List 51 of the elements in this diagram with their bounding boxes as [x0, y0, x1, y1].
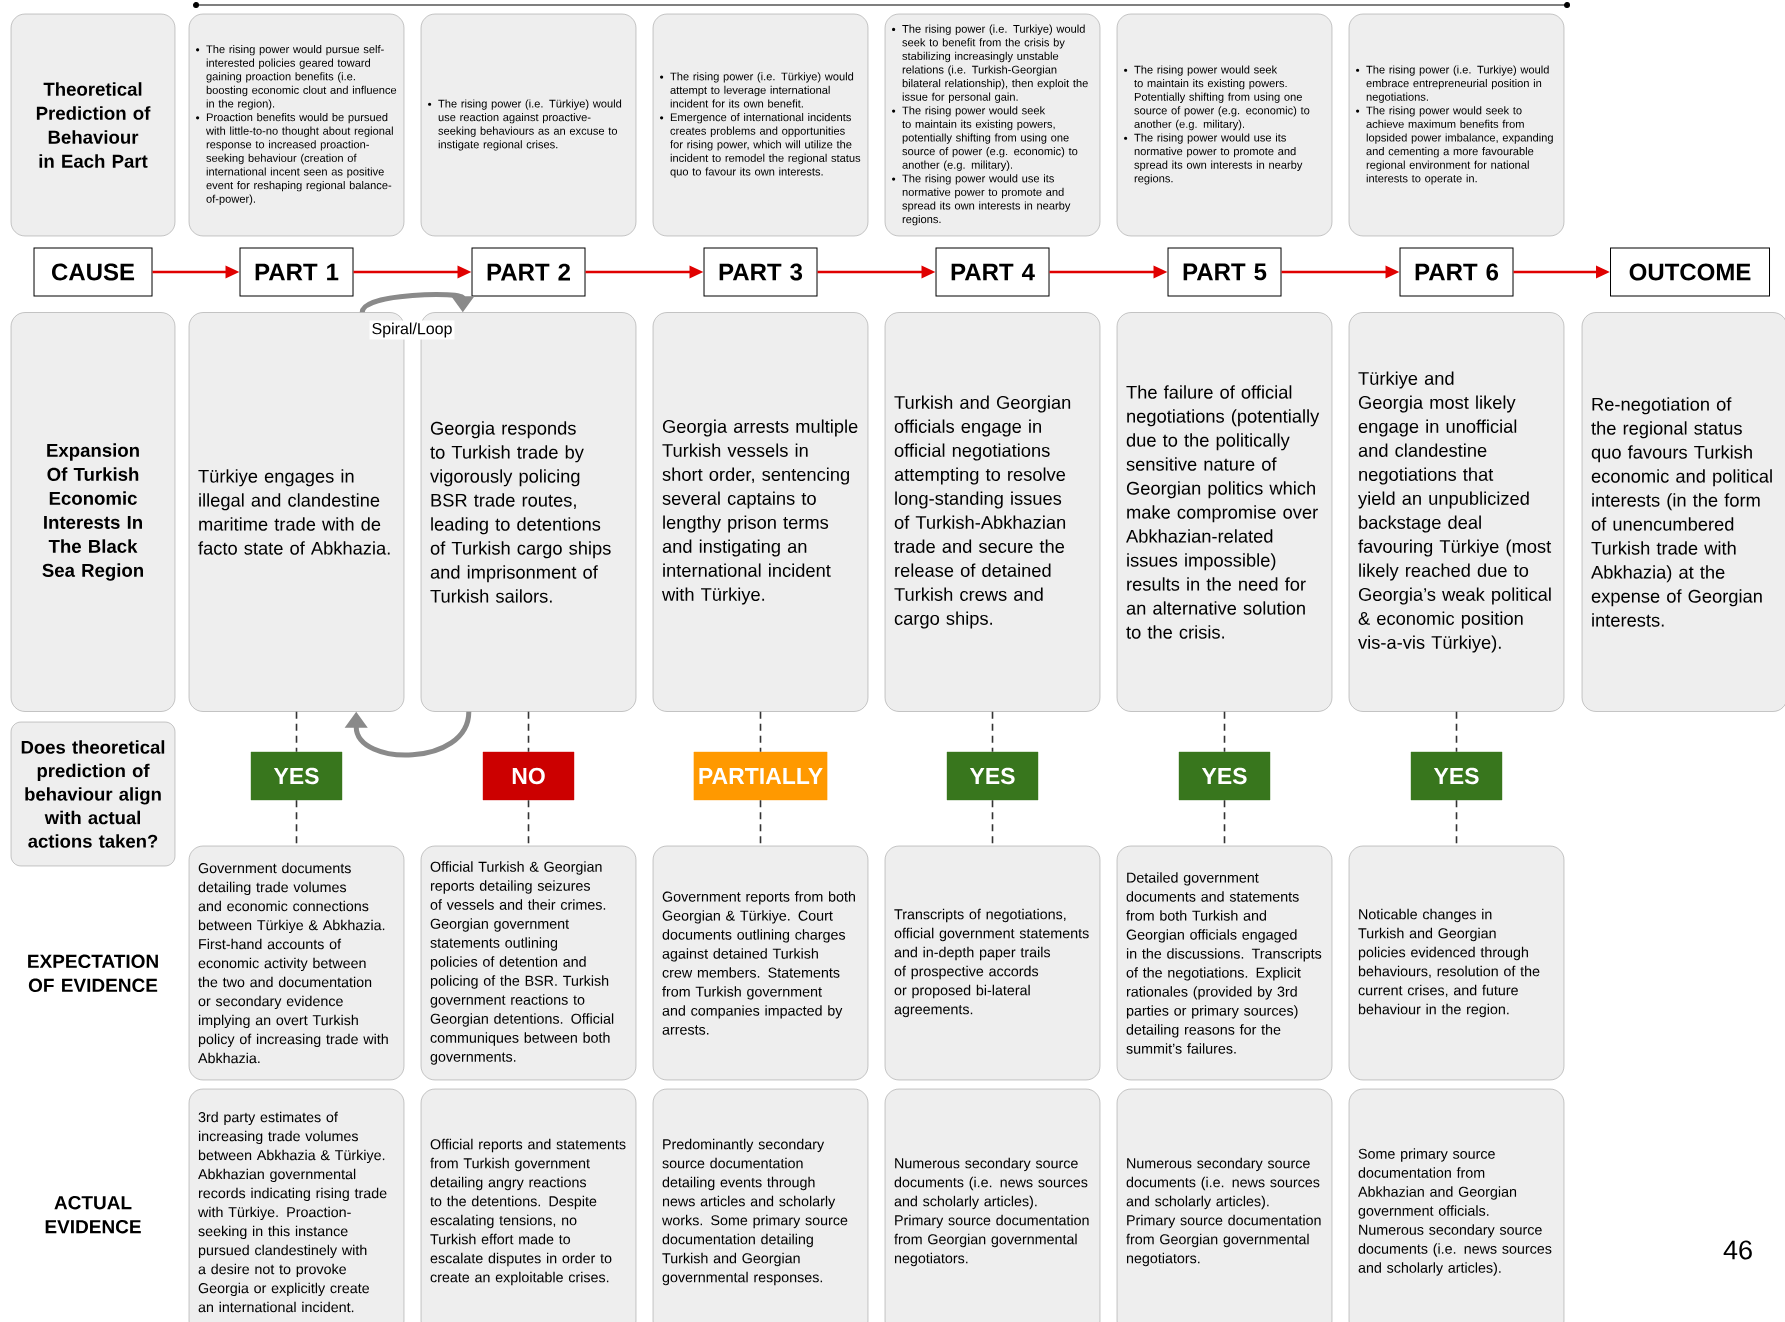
- connector-line: [527, 710, 530, 753]
- stage-box: PART 6: [1399, 247, 1514, 297]
- evidence-box: Official reports and statements from Turkish government detailing angry reactions to the detentions. Despite escalating tensions, no Turkish effort made to escalate disputes in order to create an exploitable crises.: [420, 1088, 637, 1322]
- row-heading-box: Theoretical Prediction of Behaviour in Each Part: [10, 13, 176, 237]
- prediction-box: The rising power (i.e. Turkiye) would seek to benefit from the crisis by stabilizing increasingly unstable relations (i.e. Turkish-Georgian bilateral relationship), then exploit the issue for personal gain. The rising power would seek to maintain its existing powers, potentially shifting from using one source of power (e.g. economic) to another (e.g. military). The rising power would use its normative power to promote and spread its own interests in nearby regions.: [884, 13, 1101, 237]
- event-box: Turkish and Georgian officials engage in official negotiations attempting to resolve long-standing issues of Turkish-Abkhazian trade and secure the release of detained Turkish crews and cargo ships.: [884, 312, 1101, 712]
- loop-arrow: [344, 711, 472, 758]
- stage-box: PART 4: [935, 247, 1050, 297]
- evidence-box: Official Turkish & Georgian reports detailing seizures of vessels and their crimes. Georgian government statements outlining policies of detention and policing of the BSR. Turkish government reactions to Georgian detentions. Official communiques between both governments.: [420, 845, 637, 1081]
- evidence-box: Government reports from both Georgian & Türkiye. Court documents outlining charges against detained Turkish crew members. Statements from Turkish government and companies impacted by arrests.: [652, 845, 869, 1081]
- stage-box: PART 3: [703, 247, 818, 297]
- evidence-box: Numerous secondary source documents (i.e. news sources and scholarly articles). Primary source documentation from Georgian governmental negotiators.: [1116, 1088, 1333, 1322]
- event-box: Türkiye and Georgia most likely engage in unofficial and clandestine negotiations that yield an unpublicized backstage deal favouring Türkiye (most likely reached due to Georgia’s weak political & economic position vis-a-vis Türkiye).: [1348, 312, 1565, 712]
- connector-line: [759, 710, 762, 753]
- result-badge: YES: [250, 751, 343, 801]
- row-heading-box: Expansion Of Turkish Economic Interests In The Black Sea Region: [10, 312, 176, 712]
- edge-label: Spiral/Loop: [369, 320, 455, 340]
- evidence-box: 3rd party estimates of increasing trade volumes between Abkhazia & Türkiye. Abkhazian governmental records indicating rising trade with Türkiye. Proaction-seeking in this instance pursued clandestinely with a desire not to provoke Georgia or explicitly create an international incident.: [188, 1088, 405, 1322]
- evidence-box: Detailed government documents and statements from both Turkish and Georgian officials engaged in the discussions. Transcripts of the negotiations. Explicit rationales (provided by 3rd parties or primary sources) detailing reasons for the summit’s failures.: [1116, 845, 1333, 1081]
- stage-box: CAUSE: [33, 247, 153, 297]
- prediction-box: The rising power (i.e. Türkiye) would use reaction against proactive-seeking behaviours as an excuse to instigate regional crises.: [420, 13, 637, 237]
- evidence-box: Some primary source documentation from Abkhazian and Georgian government officials. Numerous secondary source documents (i.e. news sources and scholarly articles).: [1348, 1088, 1565, 1322]
- evidence-box: Government documents detailing trade volumes and economic connections between Türkiye & Abkhazia. First-hand accounts of economic activity between the two and documentation or secondary evidence implying an overt Turkish policy of increasing trade with Abkhazia.: [188, 845, 405, 1081]
- connector-line: [1455, 710, 1458, 753]
- event-box: Georgia arrests multiple Turkish vessels in short order, sentencing several captains to lengthy prison terms and instigating an international incident with Türkiye.: [652, 312, 869, 712]
- result-badge: YES: [1410, 751, 1503, 801]
- evidence-box: Numerous secondary source documents (i.e. news sources and scholarly articles). Primary source documentation from Georgian governmental negotiators.: [884, 1088, 1101, 1322]
- evidence-box: Noticable changes in Turkish and Georgian policies evidenced through behaviours, resolution of the current crises, and future behaviour in the region.: [1348, 845, 1565, 1081]
- row-heading-box: Does theoretical prediction of behaviour align with actual actions taken?: [10, 721, 176, 867]
- result-badge: NO: [482, 751, 575, 801]
- prediction-box: The rising power (i.e. Türkiye) would attempt to leverage international incident for its own benefit. Emergence of international incidents creates problems and opportunities for rising power, which will utilize the incident to remodel the regional status quo to favour its own interests.: [652, 13, 869, 237]
- page-number: 46: [1723, 1240, 1752, 1260]
- stage-box: PART 1: [239, 247, 354, 297]
- evidence-box: Transcripts of negotiations, official government statements and in-depth paper trails of prospective accords or proposed bi-lateral agreements.: [884, 845, 1101, 1081]
- row-heading: ACTUAL EVIDENCE: [45, 1195, 141, 1234]
- prediction-box: The rising power would seek to maintain its existing powers. Potentially shifting from using one source of power (e.g. economic) to another (e.g. military). The rising power would use its normative power to promote and spread its own interests in nearby regions.: [1116, 13, 1333, 237]
- stage-box: OUTCOME: [1610, 247, 1770, 297]
- connector-line: [1223, 710, 1226, 753]
- connector-line: [295, 710, 298, 753]
- connector-line: [991, 710, 994, 753]
- result-badge: PARTIALLY: [693, 751, 828, 801]
- stage-box: PART 5: [1167, 247, 1282, 297]
- prediction-box: The rising power would pursue self-interested policies geared toward gaining proaction benefits (i.e. boosting economic clout and influence in the region). Proaction benefits would be pursued with little-to-no thought about regional response to increased proaction-seeking behaviour (creation of international incent seen as positive event for reshaping regional balance-of-power).: [188, 13, 405, 237]
- result-badge: YES: [1178, 751, 1271, 801]
- row-heading: EXPECTATION OF EVIDENCE: [28, 954, 158, 993]
- event-box: Re-negotiation of the regional status quo favours Turkish economic and political interests (in the form of unencumbered Turkish trade with Abkhazia) at the expense of Georgian interests.: [1581, 312, 1785, 712]
- evidence-box: Predominantly secondary source documentation detailing events through news articles and scholarly works. Some primary source documentation detailing Turkish and Georgian governmental responses.: [652, 1088, 869, 1322]
- result-badge: YES: [946, 751, 1039, 801]
- stage-box: PART 2: [471, 247, 586, 297]
- event-box: The failure of official negotiations (potentially due to the politically sensitive nature of Georgian politics which make compromise over Abkhazian-related issues impossible) results in the need for an alternative solution to the crisis.: [1116, 312, 1333, 712]
- prediction-box: The rising power (i.e. Turkiye) would embrace entrepreneurial position in negotiations. The rising power would seek to achieve maximum benefits from lopsided power imbalance, expanding and cementing a more favourable regional environment for national interests to operate in.: [1348, 13, 1565, 237]
